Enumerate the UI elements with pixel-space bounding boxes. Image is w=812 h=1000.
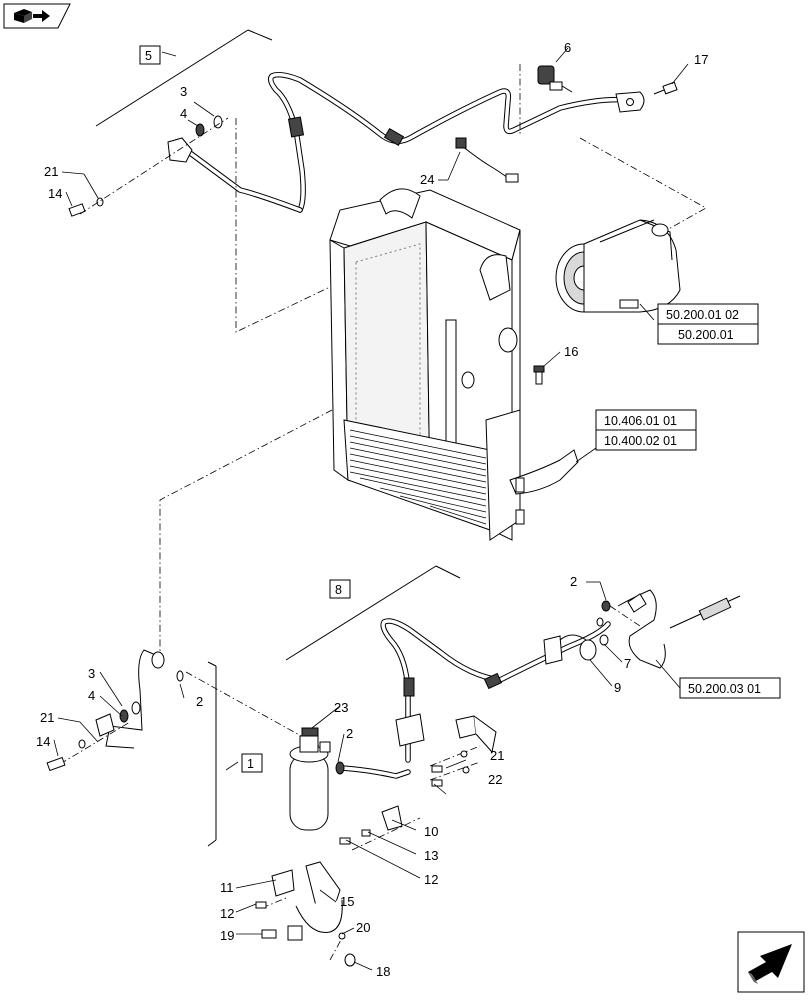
group-label-8: 8 <box>335 583 342 597</box>
lower-hose-assembly <box>339 618 611 779</box>
group-1-bracket <box>207 661 217 847</box>
next-page-arrow-icon[interactable] <box>737 931 805 993</box>
book-arrow-icon[interactable] <box>3 3 71 29</box>
callout-22: 22 <box>488 772 502 787</box>
pressure-switch <box>537 65 573 93</box>
callout-17: 17 <box>694 52 708 67</box>
callout-2: 2 <box>570 574 577 589</box>
ref-box-50-200-01[interactable] <box>657 323 759 345</box>
group-8-bracket <box>285 565 461 661</box>
callout-7: 7 <box>624 656 631 671</box>
callout-20: 20 <box>356 920 370 935</box>
group-5-bracket <box>95 29 273 127</box>
callout-9: 9 <box>614 680 621 695</box>
callout-24: 24 <box>420 172 434 187</box>
ref-10-406-01-01[interactable]: 10.406.01 01 <box>604 414 677 428</box>
callout-2: 2 <box>346 726 353 741</box>
receiver-drier <box>289 727 345 831</box>
callout-12: 12 <box>220 906 234 921</box>
ac-compressor <box>555 219 681 313</box>
wiring-harness <box>455 137 519 183</box>
suction-line-end <box>596 589 741 669</box>
reference-boxes[interactable]: 50.200.01 02 50.200.01 10.406.01 01 10.4… <box>595 303 781 699</box>
callout-3: 3 <box>88 666 95 681</box>
upper-hose-assembly <box>167 71 645 213</box>
callout-2: 2 <box>196 694 203 709</box>
callout-14: 14 <box>48 186 62 201</box>
callout-12: 12 <box>424 872 438 887</box>
callout-3: 3 <box>180 84 187 99</box>
ref-50-200-01-02[interactable]: 50.200.01 02 <box>666 308 739 322</box>
callout-10: 10 <box>424 824 438 839</box>
fittings-upper <box>68 115 223 217</box>
ref-box-10-400-02-01[interactable] <box>595 429 697 451</box>
radiator-condenser <box>329 188 579 541</box>
lower-left-fittings <box>46 649 184 772</box>
callout-21: 21 <box>490 748 504 763</box>
ref-10-400-02-01[interactable]: 10.400.02 01 <box>604 434 677 448</box>
group-label-1: 1 <box>247 757 254 771</box>
group-label-5: 5 <box>145 49 152 63</box>
ref-50-200-03-01[interactable]: 50.200.03 01 <box>688 682 761 696</box>
screw <box>653 81 678 95</box>
callout-23: 23 <box>334 700 348 715</box>
callout-18: 18 <box>376 964 390 979</box>
callout-19: 19 <box>220 928 234 943</box>
callout-21: 21 <box>44 164 58 179</box>
callout-14: 14 <box>36 734 50 749</box>
leader-lines <box>53 47 689 971</box>
ref-50-200-01[interactable]: 50.200.01 <box>678 328 734 342</box>
bolt <box>533 365 545 385</box>
callout-13: 13 <box>424 848 438 863</box>
callout-11: 11 <box>220 880 234 895</box>
callout-6: 6 <box>564 40 571 55</box>
group-labels: 5 8 1 <box>139 45 351 773</box>
callout-4: 4 <box>180 106 187 121</box>
callout-15: 15 <box>340 894 354 909</box>
callout-16: 16 <box>564 344 578 359</box>
callouts: 6 17 3 4 21 14 24 16 2 7 9 3 4 2 23 2 21… <box>36 40 708 979</box>
callout-4: 4 <box>88 688 95 703</box>
callout-21: 21 <box>40 710 54 725</box>
drier-brackets <box>255 715 497 967</box>
ref-box-50-200-03-01[interactable] <box>679 677 781 699</box>
